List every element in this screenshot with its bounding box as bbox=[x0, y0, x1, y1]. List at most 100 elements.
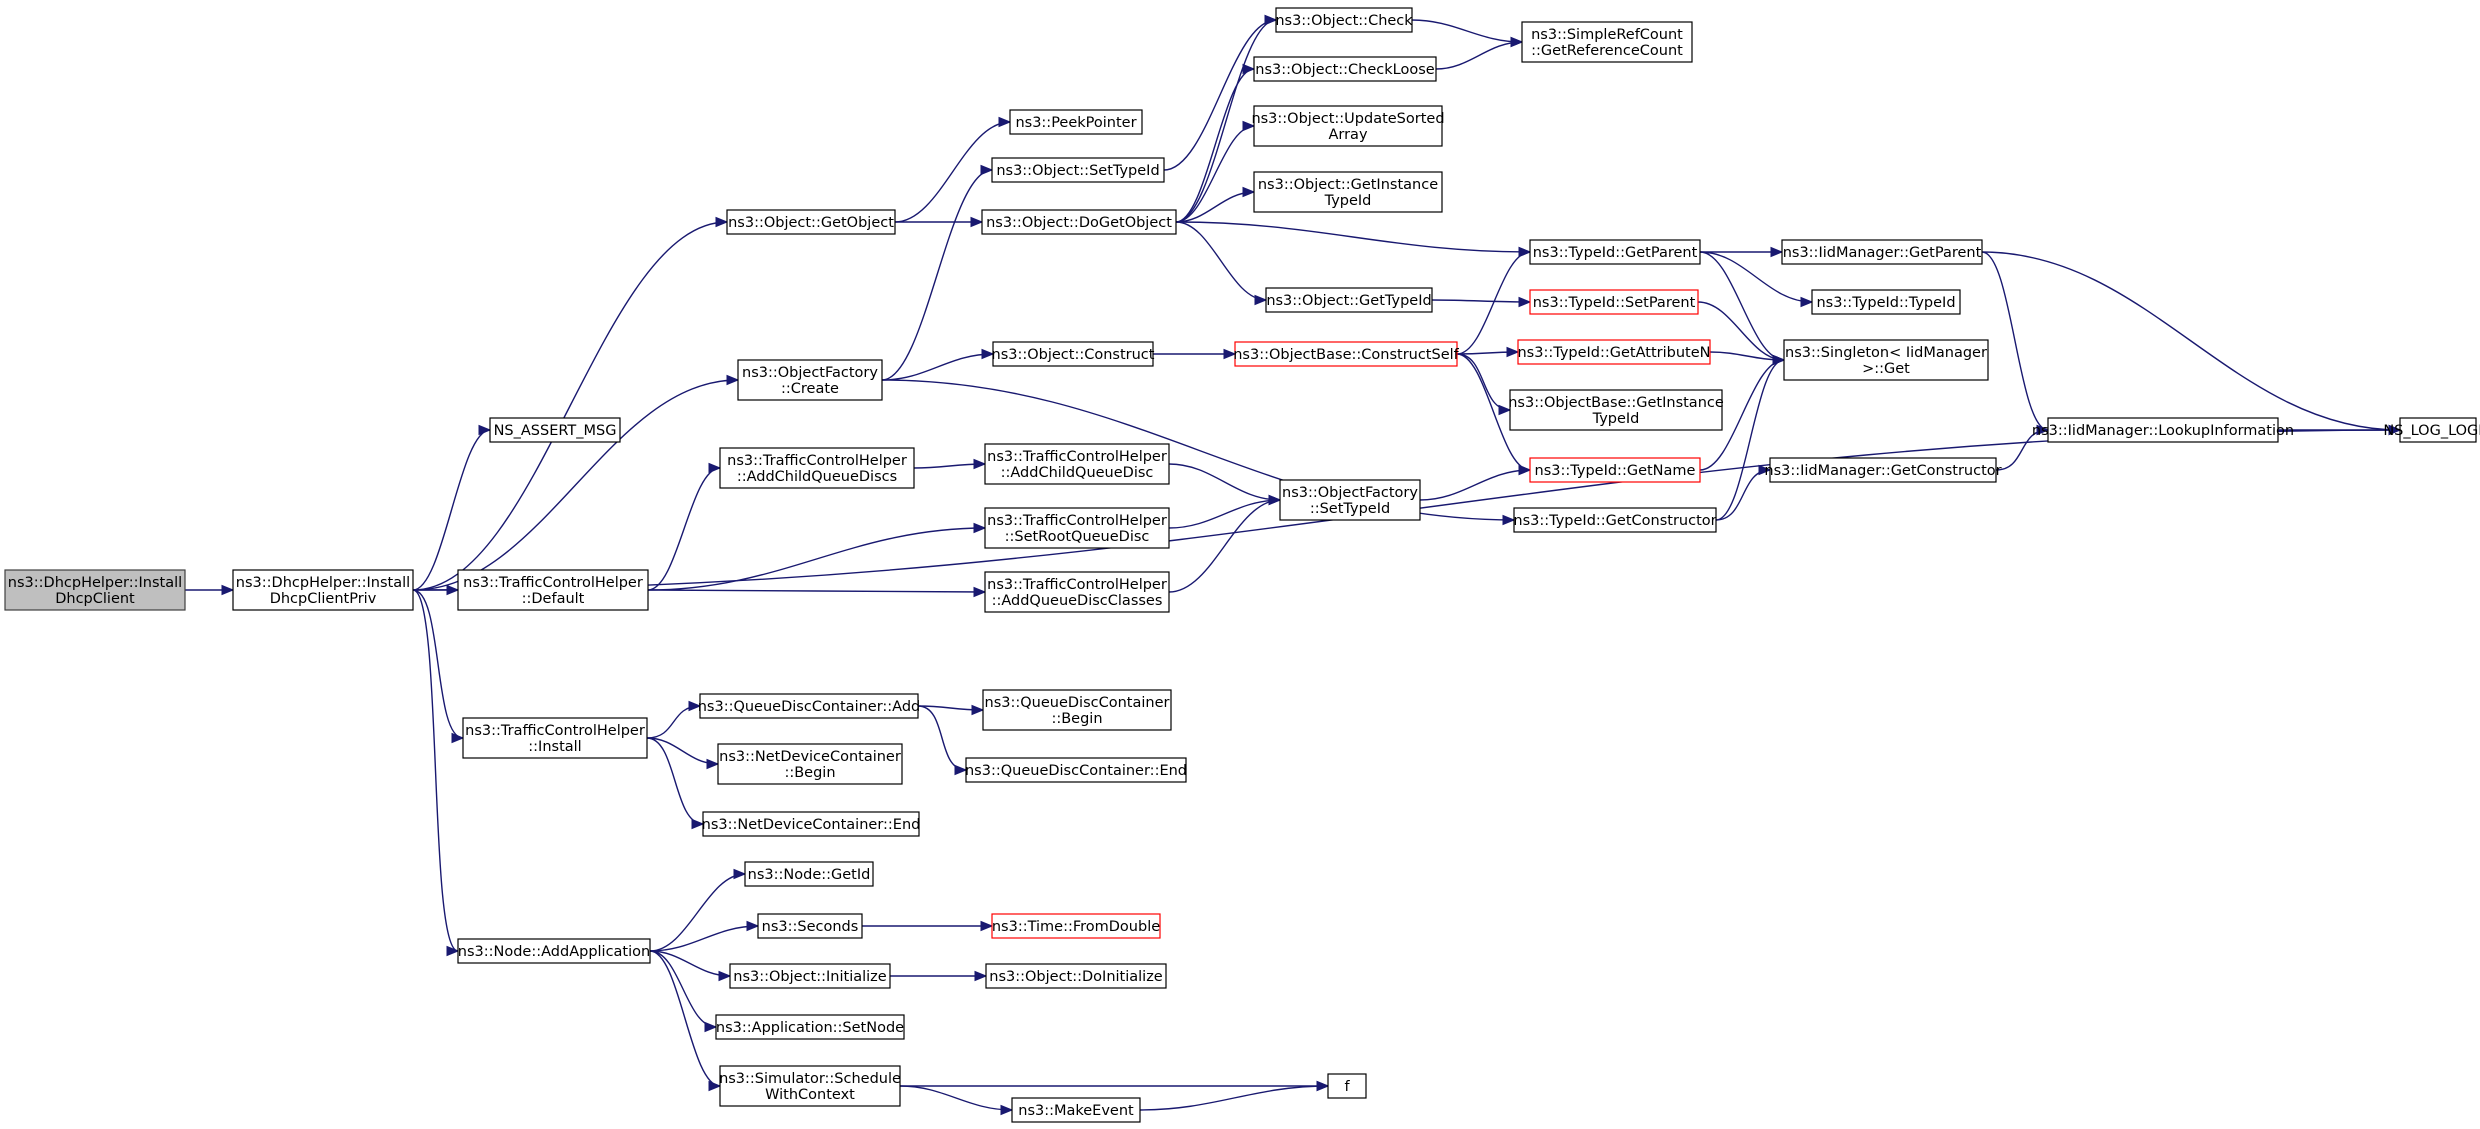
node-box bbox=[232, 569, 414, 611]
graph-node[interactable]: ns3::Object::DoInitialize bbox=[985, 963, 1167, 989]
graph-node[interactable]: ns3::SimpleRefCount::GetReferenceCount bbox=[1521, 21, 1693, 63]
graph-node[interactable]: ns3::TrafficControlHelper::Install bbox=[462, 717, 648, 759]
graph-node[interactable]: ns3::TrafficControlHelper::AddQueueDiscC… bbox=[984, 571, 1170, 613]
graph-node[interactable]: ns3::Application::SetNode bbox=[715, 1014, 905, 1040]
arrowhead bbox=[726, 374, 740, 386]
node-label: ::AddChildQueueDisc bbox=[1001, 465, 1154, 481]
graph-node[interactable]: ns3::TrafficControlHelper::Default bbox=[457, 569, 649, 611]
arrowhead bbox=[1772, 354, 1786, 366]
graph-node[interactable]: ns3::ObjectBase::ConstructSelf bbox=[1233, 341, 1460, 367]
node-box bbox=[984, 571, 1170, 613]
graph-node[interactable]: ns3::MakeEvent bbox=[1011, 1097, 1141, 1123]
arrowhead bbox=[1502, 514, 1516, 526]
graph-node[interactable]: ns3::TypeId::GetAttributeN bbox=[1517, 339, 1711, 365]
graph-node[interactable]: ns3::IidManager::GetParent bbox=[1781, 239, 1983, 265]
graph-node[interactable]: ns3::Singleton< IidManager >::Get bbox=[1783, 339, 1989, 381]
call-edge bbox=[1456, 353, 1511, 411]
call-edge bbox=[647, 589, 986, 593]
call-edge bbox=[1175, 221, 1267, 301]
graph-node[interactable]: ns3::Node::GetId bbox=[744, 861, 874, 887]
graph-node[interactable]: ns3::ObjectFactory::Create bbox=[737, 359, 883, 401]
graph-node[interactable]: ns3::Node::AddApplication bbox=[457, 938, 651, 964]
node-label: ns3::Object::GetTypeId bbox=[1266, 293, 1431, 309]
arrowhead bbox=[691, 818, 705, 830]
arrowhead bbox=[221, 584, 235, 596]
arrowhead bbox=[1518, 246, 1532, 258]
graph-node[interactable]: ns3::NetDeviceContainer::Begin bbox=[717, 743, 903, 785]
node-box bbox=[1513, 507, 1717, 533]
graph-node[interactable]: ns3::Object::SetTypeId bbox=[991, 157, 1165, 183]
graph-node[interactable]: ns3::ObjectFactory::SetTypeId bbox=[1279, 479, 1421, 521]
node-label: f bbox=[1344, 1079, 1350, 1095]
call-edge bbox=[1981, 251, 2401, 431]
node-box bbox=[1253, 171, 1443, 213]
graph-node[interactable]: ns3::Seconds bbox=[757, 913, 863, 939]
node-label: ns3::IidManager::GetParent bbox=[1783, 245, 1982, 261]
node-label: ns3::Object::DoGetObject bbox=[986, 215, 1172, 231]
node-label: ns3::SimpleRefCount bbox=[1531, 27, 1683, 43]
graph-node[interactable]: ns3::TypeId::GetParent bbox=[1529, 239, 1701, 265]
graph-node[interactable]: ns3::QueueDiscContainer::End bbox=[965, 757, 1187, 783]
node-label: DhcpClientPriv bbox=[270, 591, 377, 607]
graph-node[interactable]: ns3::PeekPointer bbox=[1009, 109, 1143, 135]
graph-node[interactable]: ns3::Object::Construct bbox=[992, 341, 1155, 367]
graph-node[interactable]: ns3::TypeId::TypeId bbox=[1811, 289, 1961, 315]
graph-node[interactable]: ns3::QueueDiscContainer::Begin bbox=[982, 689, 1172, 731]
node-label: ns3::Object::DoInitialize bbox=[989, 969, 1163, 985]
graph-node[interactable]: ns3::Time::FromDouble bbox=[991, 913, 1161, 939]
call-edge bbox=[649, 873, 746, 952]
node-label: ns3::ObjectFactory bbox=[742, 365, 878, 381]
graph-node[interactable]: ns3::Object::Initialize bbox=[729, 963, 891, 989]
node-box bbox=[2047, 417, 2279, 443]
graph-node[interactable]: ns3::TypeId::SetParent bbox=[1529, 289, 1699, 315]
node-box bbox=[1265, 287, 1433, 313]
call-edge bbox=[1411, 19, 1523, 43]
arrowhead bbox=[973, 522, 987, 534]
graph-node[interactable]: f bbox=[1327, 1073, 1367, 1099]
node-label: ns3::TypeId::GetConstructor bbox=[1513, 513, 1716, 529]
arrowhead bbox=[1510, 36, 1524, 48]
call-edge bbox=[412, 379, 739, 591]
graph-node[interactable]: ns3::TypeId::GetConstructor bbox=[1513, 507, 1717, 533]
node-box bbox=[965, 757, 1187, 783]
node-label: ns3::MakeEvent bbox=[1018, 1103, 1134, 1119]
graph-node[interactable]: ns3::Object::GetTypeId bbox=[1265, 287, 1433, 313]
graph-node[interactable]: ns3::TrafficControlHelper::AddChildQueue… bbox=[719, 447, 915, 489]
graph-node[interactable]: ns3::IidManager::GetConstructor bbox=[1764, 457, 2002, 483]
node-label: ns3::TypeId::GetAttributeN bbox=[1517, 345, 1710, 361]
call-edge bbox=[894, 121, 1011, 223]
node-box bbox=[982, 689, 1172, 731]
arrowhead bbox=[1242, 186, 1256, 198]
node-label: ::SetRootQueueDisc bbox=[1005, 529, 1150, 545]
graph-node[interactable]: NS_LOG_LOGIC bbox=[2383, 417, 2480, 443]
arrowhead bbox=[478, 424, 492, 436]
node-box bbox=[4, 569, 186, 611]
node-label: ns3::Object::GetObject bbox=[728, 215, 894, 231]
graph-node[interactable]: ns3::NetDeviceContainer::End bbox=[702, 811, 921, 837]
arrowhead bbox=[954, 764, 968, 776]
graph-node[interactable]: ns3::Object::Check bbox=[1275, 7, 1413, 33]
graph-node[interactable]: ns3::Object::DoGetObject bbox=[981, 209, 1177, 235]
arrowhead bbox=[1242, 63, 1256, 75]
graph-node[interactable]: ns3::TrafficControlHelper::SetRootQueueD… bbox=[984, 507, 1170, 549]
node-label: ns3::Object::SetTypeId bbox=[996, 163, 1159, 179]
graph-node[interactable]: ns3::TrafficControlHelper::AddChildQueue… bbox=[984, 443, 1170, 485]
graph-node[interactable]: ns3::TypeId::GetName bbox=[1529, 457, 1701, 483]
arrowhead bbox=[998, 116, 1012, 128]
call-edge bbox=[649, 950, 717, 1028]
node-box bbox=[719, 447, 915, 489]
graph-node[interactable]: NS_ASSERT_MSG bbox=[489, 417, 621, 443]
arrowhead bbox=[451, 732, 465, 744]
node-box bbox=[726, 209, 896, 235]
graph-node[interactable]: ns3::Object::CheckLoose bbox=[1253, 56, 1437, 82]
node-box bbox=[1529, 289, 1699, 315]
graph-node[interactable]: ns3::IidManager::LookupInformation bbox=[2032, 417, 2294, 443]
graph-node[interactable]: ns3::Object::GetObject bbox=[726, 209, 896, 235]
graph-node[interactable]: ns3::QueueDiscContainer::Add bbox=[698, 693, 921, 719]
